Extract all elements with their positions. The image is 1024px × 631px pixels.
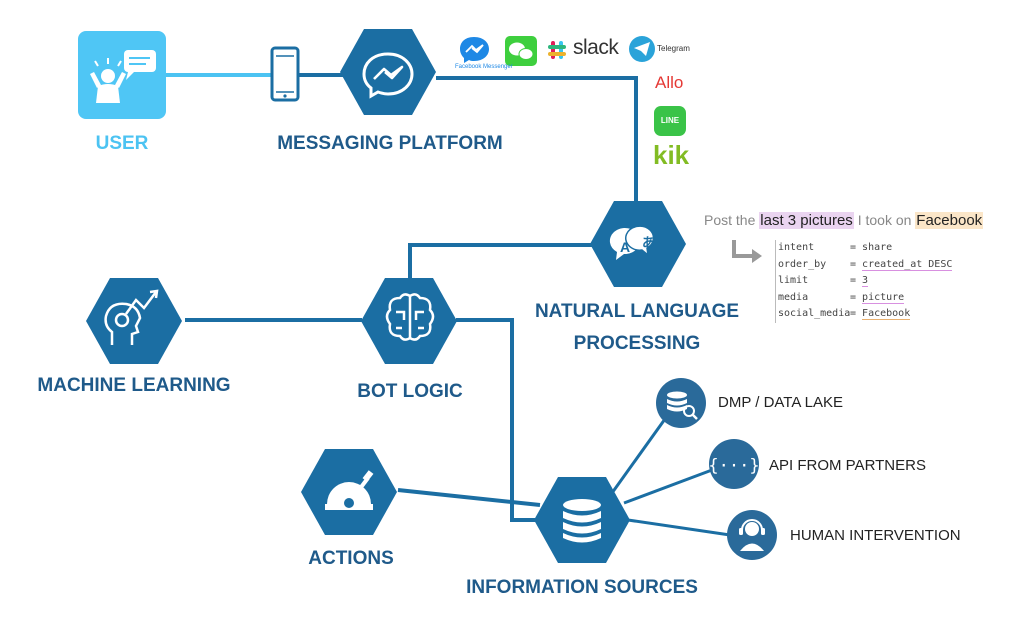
human-node — [727, 510, 777, 560]
headset-agent-icon — [739, 519, 765, 551]
information-sources-label: INFORMATION SOURCES — [466, 577, 698, 598]
brain-growth-icon — [104, 289, 159, 345]
source-label-dmp: DMP / DATA LAKE — [718, 394, 844, 411]
translate-bubbles-icon: A あ — [609, 225, 655, 260]
svg-text:あ: あ — [642, 236, 655, 251]
api-circle — [709, 439, 759, 489]
lever-gauge-icon — [325, 470, 374, 510]
messaging-platform-label: MESSAGING PLATFORM — [277, 133, 503, 154]
param-row: media= picture — [778, 290, 952, 307]
dmp-node — [656, 378, 706, 428]
param-key: limit — [778, 275, 809, 286]
info-api-line — [623, 468, 713, 505]
bot-info-line — [456, 318, 540, 522]
param-row: order_by= created_at DESC — [778, 257, 953, 274]
nlp-bot-line — [408, 243, 592, 280]
messaging-nlp-line — [436, 76, 638, 220]
connectors — [160, 73, 731, 537]
smartphone-icon — [270, 46, 300, 102]
param-key: social_media — [778, 308, 851, 319]
line-wordmark: LINE — [660, 116, 680, 125]
telegram-wordmark: Telegram — [657, 44, 690, 53]
kik-wordmark: kik — [653, 140, 690, 170]
info-dmp-line — [610, 411, 672, 494]
telegram-logo — [629, 36, 655, 62]
param-row: social_media= Facebook — [778, 306, 952, 323]
nlp-example-sentence: Post the last 3 pictures I took on Faceb… — [704, 212, 984, 229]
database-icon — [563, 499, 601, 543]
allo-wordmark: Allo — [655, 73, 684, 92]
actions-info-line — [397, 488, 541, 507]
param-value: share — [862, 242, 893, 253]
slack-wordmark: slack — [573, 36, 619, 59]
database-search-icon — [667, 391, 698, 420]
user-label: USER — [95, 133, 149, 154]
param-value: Facebook — [862, 308, 911, 320]
messenger-caption: Facebook Messenger — [455, 64, 513, 70]
param-row: intent= share — [778, 240, 952, 257]
api-node: {···} — [708, 439, 760, 489]
user-speech-icon — [90, 50, 156, 103]
sentence-prefix: Post the — [704, 212, 756, 228]
param-value: 3 — [862, 275, 869, 287]
actions-label: ACTIONS — [308, 548, 394, 569]
info-human-line — [627, 518, 731, 537]
source-label-api: API FROM PARTNERS — [769, 457, 926, 474]
code-braces-icon: {···} — [708, 456, 759, 476]
wechat-logo — [505, 36, 537, 66]
source-label-human: HUMAN INTERVENTION — [790, 527, 961, 544]
messenger-logo — [460, 37, 489, 63]
sentence-highlight-pictures: last 3 pictures — [759, 212, 854, 229]
param-row: limit= 3 — [778, 273, 952, 290]
down-right-arrow-icon — [732, 240, 762, 263]
ml-hex — [86, 278, 182, 364]
user-node — [78, 31, 166, 119]
bot-logic-label: BOT LOGIC — [357, 381, 463, 402]
param-value: created_at DESC — [862, 258, 953, 271]
param-value: picture — [862, 291, 905, 304]
nlp-label-line2: PROCESSING — [573, 333, 701, 354]
slack-logo — [548, 41, 566, 59]
messenger-icon — [362, 52, 414, 99]
param-key: media — [778, 291, 809, 303]
param-key: order_by — [778, 258, 827, 270]
nlp-params: intent= share order_by= created_at DESC … — [775, 240, 953, 323]
sentence-mid: I took on — [857, 212, 912, 228]
nlp-label-line1: NATURAL LANGUAGE — [534, 301, 740, 322]
circuit-brain-icon — [385, 293, 435, 341]
param-key: intent — [778, 242, 815, 253]
line-logo — [654, 106, 686, 136]
svg-text:A: A — [620, 239, 630, 255]
machine-learning-label: MACHINE LEARNING — [37, 375, 231, 396]
sentence-highlight-facebook: Facebook — [915, 212, 984, 229]
